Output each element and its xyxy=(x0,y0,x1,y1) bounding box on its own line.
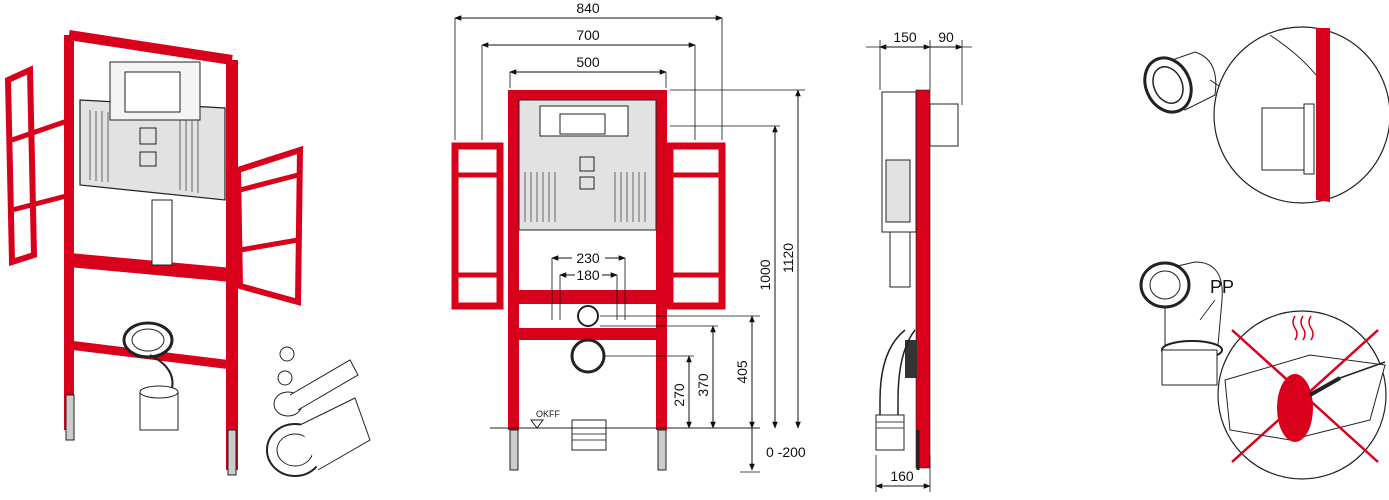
width-dim-840: 840 xyxy=(576,0,600,16)
width-dim-500: 500 xyxy=(576,54,600,70)
side-view: 150 90 160 xyxy=(866,29,972,492)
front-view: OKFF 840 700 500 230 180 1120 1000 xyxy=(451,0,806,473)
isometric-frame-view xyxy=(4,30,371,477)
depth-dim-150: 150 xyxy=(893,29,917,45)
spacing-dim-180: 180 xyxy=(576,267,600,283)
spacing-dim-230: 230 xyxy=(576,250,600,266)
width-dim-700: 700 xyxy=(576,27,600,43)
floor-level-label: OKFF xyxy=(536,409,561,419)
height-dim-370: 370 xyxy=(695,373,711,397)
height-dim-1120: 1120 xyxy=(780,243,796,273)
depth-dim-90: 90 xyxy=(938,29,954,45)
detail-pp-elbow: PP xyxy=(1139,261,1387,480)
height-dim-405: 405 xyxy=(734,360,750,384)
height-dim-270: 270 xyxy=(671,383,687,407)
height-dim-1000: 1000 xyxy=(757,259,773,290)
bottom-range-dim: 0 -200 xyxy=(766,444,806,460)
depth-dim-160: 160 xyxy=(890,468,914,484)
material-label: PP xyxy=(1210,277,1234,297)
detail-pipe-connection xyxy=(1143,26,1389,204)
